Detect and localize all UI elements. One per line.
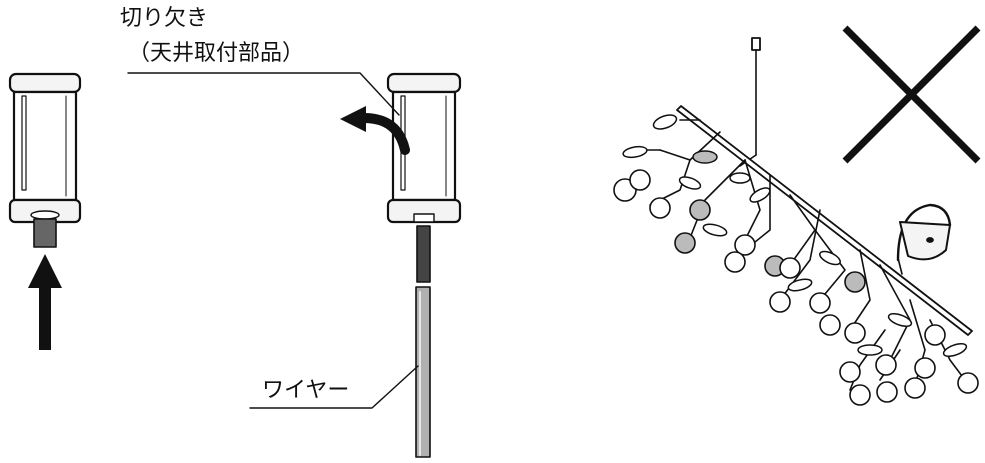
- ceiling-fixture-left: [8, 72, 82, 248]
- wire-leader-line: [249, 365, 419, 409]
- ceiling-fixture-right: [386, 72, 462, 458]
- cross-mark-icon: [842, 25, 981, 164]
- notch-label: 切り欠き: [120, 6, 209, 31]
- wire-label: ワイヤー: [262, 378, 350, 403]
- ceiling-part-label: （天井取付部品）: [128, 41, 305, 66]
- tilted-chandelier: [613, 37, 979, 406]
- arrow-up-icon: [28, 254, 62, 350]
- notch-leader-line: [127, 72, 400, 116]
- curved-arrow-icon: [340, 106, 410, 155]
